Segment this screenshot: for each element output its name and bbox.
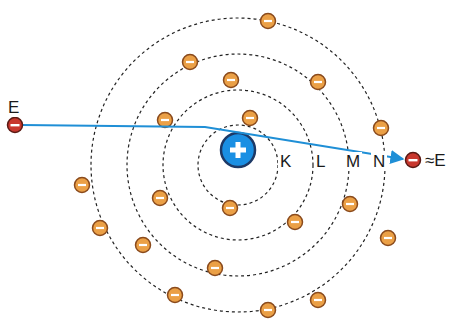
electron xyxy=(288,215,303,230)
shell-label: L xyxy=(314,152,327,171)
electron xyxy=(311,75,326,90)
shell-label: N xyxy=(371,152,387,171)
electron xyxy=(343,197,358,212)
electron xyxy=(381,231,396,246)
bound-electrons xyxy=(75,14,396,318)
energy-label: ≈E xyxy=(423,151,448,170)
electron xyxy=(243,111,258,126)
shell-n xyxy=(91,18,385,312)
electron xyxy=(183,55,198,70)
incoming-electron xyxy=(8,118,23,133)
electron xyxy=(261,303,276,318)
electron xyxy=(374,121,389,136)
electron xyxy=(136,238,151,253)
electron xyxy=(93,221,108,236)
electron xyxy=(208,261,223,276)
electron xyxy=(224,73,239,88)
electron xyxy=(223,201,238,216)
shell-m xyxy=(127,54,349,276)
energy-label: E xyxy=(6,98,21,117)
electron xyxy=(153,191,168,206)
electron xyxy=(261,14,276,29)
electron-shells xyxy=(91,18,385,312)
shell-l xyxy=(163,90,313,240)
electron xyxy=(168,288,183,303)
electron xyxy=(75,178,90,193)
shell-label: K xyxy=(278,152,293,171)
electron xyxy=(311,293,326,308)
outgoing-electron xyxy=(406,153,421,168)
shell-label: M xyxy=(344,152,362,171)
electron xyxy=(158,113,173,128)
nucleus xyxy=(221,133,255,167)
